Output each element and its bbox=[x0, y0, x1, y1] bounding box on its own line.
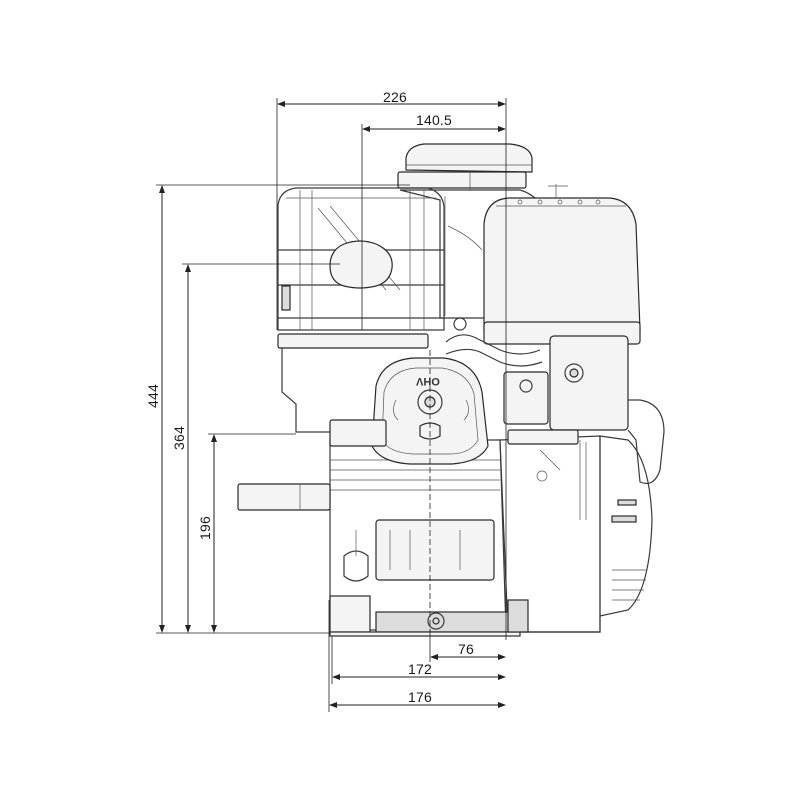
rear-foot bbox=[520, 616, 601, 633]
dim-label-172: 172 bbox=[408, 661, 432, 677]
cylinder-head bbox=[329, 357, 489, 465]
dim-label-364: 364 bbox=[171, 426, 187, 450]
dim-label-176: 176 bbox=[408, 689, 432, 705]
crankcase bbox=[329, 435, 601, 633]
control-plate bbox=[549, 335, 665, 485]
filter-bracket bbox=[281, 348, 330, 433]
fuel-cap bbox=[397, 143, 533, 190]
brand-ohv-text: OHV bbox=[415, 375, 440, 387]
engine-outline bbox=[237, 143, 665, 637]
starter-cover-lower bbox=[579, 435, 653, 617]
dim-label-444: 444 bbox=[145, 384, 161, 408]
dim-label-226: 226 bbox=[383, 89, 407, 105]
output-shaft bbox=[237, 483, 331, 511]
base-mount bbox=[329, 599, 529, 637]
dimension-lines bbox=[156, 98, 507, 712]
dim-label-76: 76 bbox=[458, 641, 474, 657]
dim-label-140-5: 140.5 bbox=[416, 112, 452, 128]
air-filter-guard bbox=[277, 187, 445, 349]
carburettor bbox=[445, 317, 579, 482]
recoil-starter-housing bbox=[483, 184, 641, 345]
dim-label-196: 196 bbox=[197, 516, 213, 540]
dimension-labels: 226 140.5 444 364 196 76 172 176 OHV bbox=[145, 89, 474, 705]
